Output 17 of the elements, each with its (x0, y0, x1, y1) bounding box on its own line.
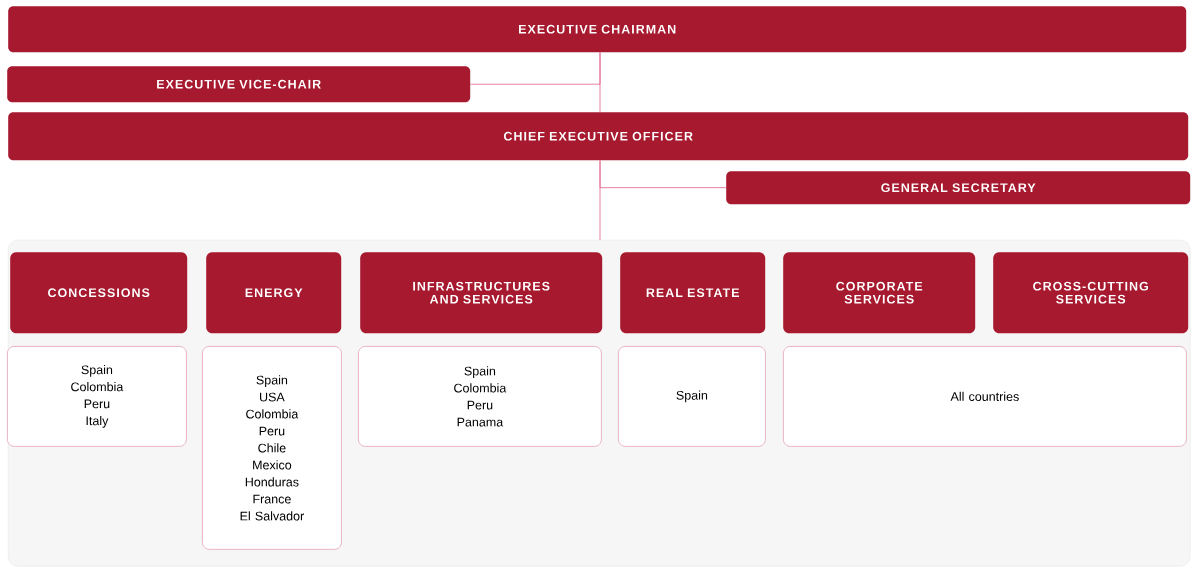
country-list-box: Spain USA Colombia Peru Chile Mexico Honduras France El Salvador (202, 346, 342, 550)
division-box: REAL ESTATE (620, 252, 766, 334)
country-list-box: All countries (783, 346, 1187, 447)
division-box: CORPORATE SERVICES (783, 252, 976, 334)
connector-line (470, 52, 601, 85)
connector-line (599, 160, 601, 241)
country-list-box: Spain (618, 346, 766, 447)
country-list-box: Spain Colombia Peru Italy (7, 346, 187, 447)
position-box: GENERAL SECRETARY (726, 171, 1191, 205)
division-box: ENERGY (206, 252, 342, 334)
position-box: CHIEF EXECUTIVE OFFICER (8, 112, 1189, 161)
position-box: EXECUTIVE VICE-CHAIR (7, 66, 471, 103)
position-box: EXECUTIVE CHAIRMAN (8, 6, 1187, 53)
country-list-box: Spain Colombia Peru Panama (358, 346, 602, 447)
division-box: CONCESSIONS (10, 252, 188, 334)
division-box: CROSS-CUTTING SERVICES (993, 252, 1189, 334)
division-box: INFRASTRUCTURES AND SERVICES (360, 252, 603, 334)
